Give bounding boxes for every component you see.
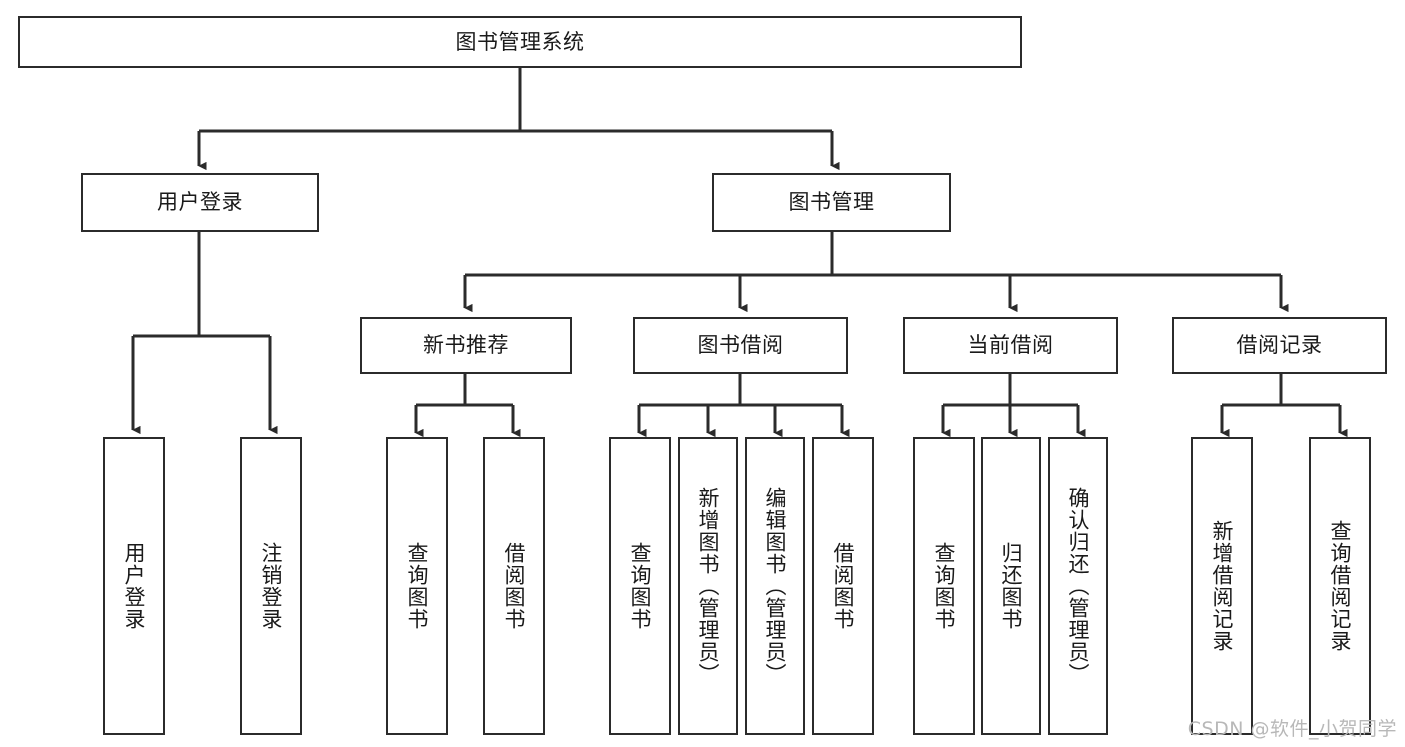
node-label: 当前借阅 xyxy=(967,333,1054,358)
node-label: 查询借阅记录 xyxy=(1328,520,1353,652)
node-label: 新书推荐 xyxy=(423,333,509,358)
node-label: 查询图书 xyxy=(932,542,957,630)
leaf-current-borrow-return[interactable]: 归还图书 xyxy=(981,437,1041,735)
leaf-book-borrow-add[interactable]: 新增图书（管理员） xyxy=(678,437,738,735)
node-root-book-management-system[interactable]: 图书管理系统 xyxy=(18,16,1022,68)
node-label: 借阅图书 xyxy=(502,542,527,630)
node-label: 借阅图书 xyxy=(831,542,856,630)
node-book-management[interactable]: 图书管理 xyxy=(712,173,951,232)
node-current-borrow[interactable]: 当前借阅 xyxy=(903,317,1118,374)
node-book-borrow[interactable]: 图书借阅 xyxy=(633,317,848,374)
node-label: 用户登录 xyxy=(122,542,147,630)
node-label: 新增借阅记录 xyxy=(1210,520,1235,652)
leaf-current-borrow-query[interactable]: 查询图书 xyxy=(913,437,975,735)
node-user-login[interactable]: 用户登录 xyxy=(81,173,319,232)
node-label: 图书借阅 xyxy=(697,333,784,358)
leaf-book-borrow-borrow[interactable]: 借阅图书 xyxy=(812,437,874,735)
leaf-book-borrow-edit[interactable]: 编辑图书（管理员） xyxy=(745,437,805,735)
leaf-user-login-login[interactable]: 用户登录 xyxy=(103,437,165,735)
leaf-current-borrow-confirm-return[interactable]: 确认归还（管理员） xyxy=(1048,437,1108,735)
node-label: 新增图书（管理员） xyxy=(696,487,721,685)
node-label: 图书管理 xyxy=(788,190,875,215)
node-label: 用户登录 xyxy=(157,190,243,215)
leaf-book-borrow-query[interactable]: 查询图书 xyxy=(609,437,671,735)
leaf-new-book-borrow[interactable]: 借阅图书 xyxy=(483,437,545,735)
node-label: 图书管理系统 xyxy=(455,29,585,54)
node-label: 借阅记录 xyxy=(1236,333,1323,358)
node-label: 注销登录 xyxy=(259,542,284,630)
leaf-user-login-logout[interactable]: 注销登录 xyxy=(240,437,302,735)
node-label: 归还图书 xyxy=(999,542,1024,630)
node-label: 查询图书 xyxy=(405,542,430,630)
node-label: 查询图书 xyxy=(628,542,653,630)
leaf-borrow-record-query[interactable]: 查询借阅记录 xyxy=(1309,437,1371,735)
node-label: 确认归还（管理员） xyxy=(1066,487,1091,685)
leaf-new-book-query[interactable]: 查询图书 xyxy=(386,437,448,735)
leaf-borrow-record-add[interactable]: 新增借阅记录 xyxy=(1191,437,1253,735)
node-borrow-record[interactable]: 借阅记录 xyxy=(1172,317,1387,374)
node-new-book-recommend[interactable]: 新书推荐 xyxy=(360,317,572,374)
node-label: 编辑图书（管理员） xyxy=(763,487,788,685)
